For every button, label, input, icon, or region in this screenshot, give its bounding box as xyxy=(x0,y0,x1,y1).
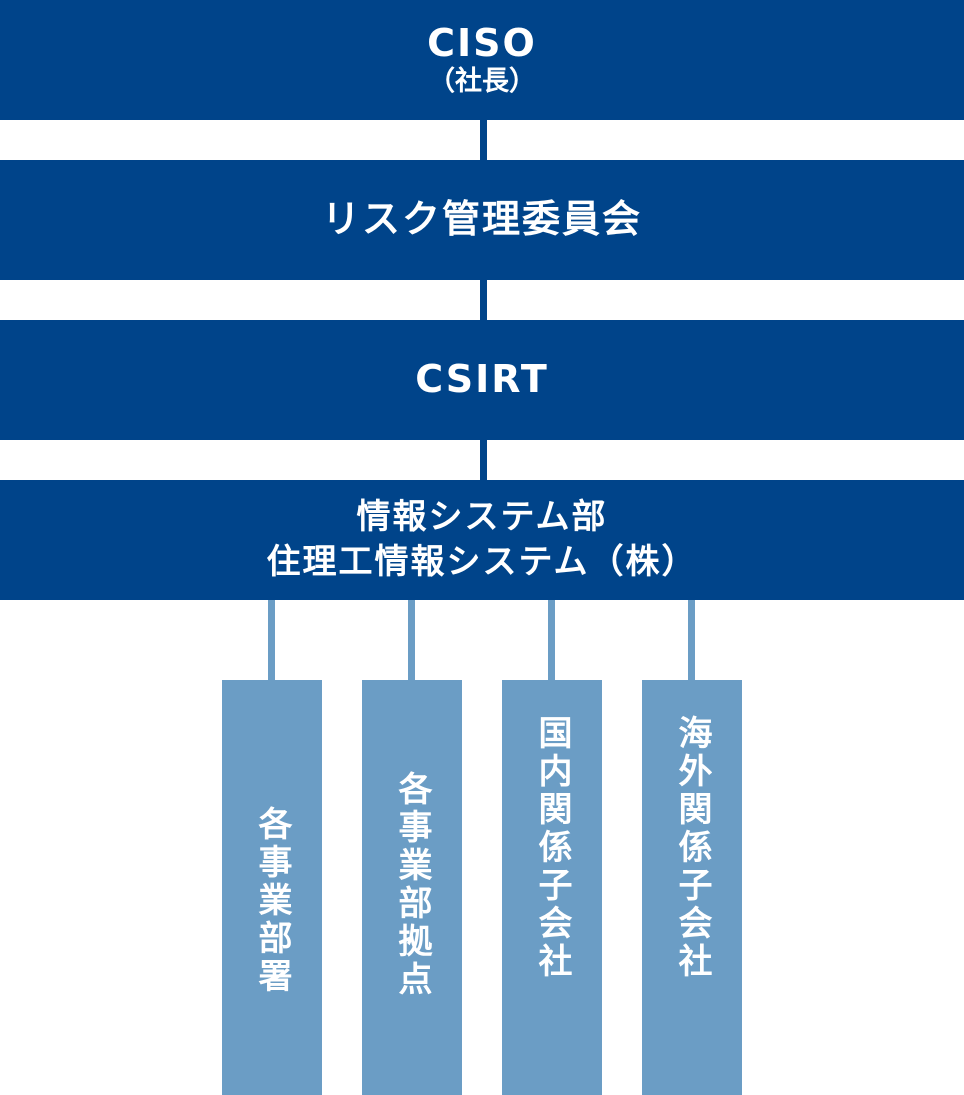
csirt-title: CSIRT xyxy=(415,357,549,402)
ciso-subtitle: （社長） xyxy=(428,65,536,97)
unit-label: 国内関係子会社 xyxy=(532,714,572,981)
connector-csirt-infosys xyxy=(480,440,487,480)
unit-box-business-departments: 各事業部署 xyxy=(222,680,322,1095)
connector-risk-csirt xyxy=(480,280,487,320)
info-systems-box: 情報システム部 住理工情報システム（株） xyxy=(0,480,964,600)
unit-box-business-sites: 各事業部拠点 xyxy=(362,680,462,1095)
info-systems-line1: 情報システム部 xyxy=(356,497,608,538)
unit-label: 海外関係子会社 xyxy=(672,714,712,981)
branch-connector-3 xyxy=(548,600,555,680)
connector-ciso-risk xyxy=(480,120,487,160)
ciso-box: CISO （社長） xyxy=(0,0,964,120)
unit-label: 各事業部拠点 xyxy=(392,771,432,999)
branch-connector-2 xyxy=(408,600,415,680)
csirt-box: CSIRT xyxy=(0,320,964,440)
info-systems-line2: 住理工情報システム（株） xyxy=(266,542,698,582)
risk-committee-title: リスク管理委員会 xyxy=(321,197,642,242)
risk-committee-box: リスク管理委員会 xyxy=(0,160,964,280)
unit-box-domestic-subsidiaries: 国内関係子会社 xyxy=(502,680,602,1095)
ciso-title: CISO xyxy=(427,20,537,65)
unit-label: 各事業部署 xyxy=(252,805,292,996)
branch-connector-4 xyxy=(688,600,695,680)
unit-box-overseas-subsidiaries: 海外関係子会社 xyxy=(642,680,742,1095)
branch-connector-1 xyxy=(268,600,275,680)
